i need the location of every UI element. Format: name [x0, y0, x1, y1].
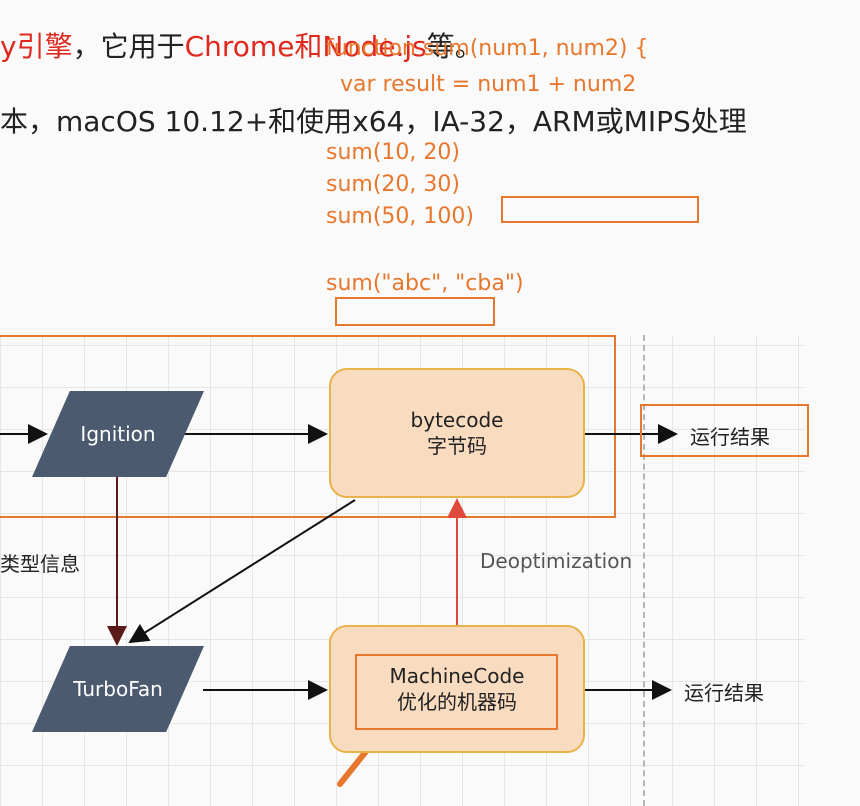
result-top-label: 运行结果 [690, 425, 770, 449]
platform-text: Chrome和Node.js [184, 30, 427, 63]
line1-tail-text: 等。 [426, 30, 483, 63]
code-line-2: var result = num1 + num2 [340, 72, 637, 97]
code-line-6: sum("abc", "cba") [326, 271, 524, 296]
code-line-1: function sum(num1, num2) { [326, 36, 649, 61]
ignition-node: Ignition [32, 391, 204, 477]
bytecode-node: bytecode 字节码 [329, 368, 585, 498]
turbofan-label: TurboFan [73, 677, 163, 701]
dashed-divider [643, 335, 645, 806]
annotation-box-2 [335, 297, 495, 326]
intro-line-2: 本，macOS 10.12+和使用x64，IA-32，ARM或MIPS处理 [0, 105, 747, 138]
turbofan-node: TurboFan [32, 646, 204, 732]
ignition-label: Ignition [80, 422, 156, 446]
result-bottom-label: 运行结果 [684, 681, 764, 705]
code-line-4: sum(20, 30) [326, 172, 460, 197]
machinecode-label: MachineCode [389, 664, 525, 688]
machinecode-highlight-box [355, 654, 558, 730]
used-in-text: ，它用于 [72, 30, 185, 63]
machinecode-cn-label: 优化的机器码 [397, 690, 517, 714]
code-line-5: sum(50, 100) [326, 204, 474, 229]
intro-line-1: y引擎，它用于Chrome和Node.js等。 [0, 25, 483, 65]
bytecode-cn-label: 字节码 [427, 434, 487, 458]
code-line-3: sum(10, 20) [326, 140, 460, 165]
deoptimization-label: Deoptimization [480, 549, 633, 573]
bytecode-label: bytecode [410, 408, 504, 432]
annotation-box-1 [501, 196, 699, 223]
machinecode-node: MachineCode 优化的机器码 [329, 625, 585, 753]
result-highlight-box [640, 404, 809, 457]
engine-text: y引擎 [0, 30, 73, 63]
type-info-label: 类型信息 [0, 552, 80, 576]
